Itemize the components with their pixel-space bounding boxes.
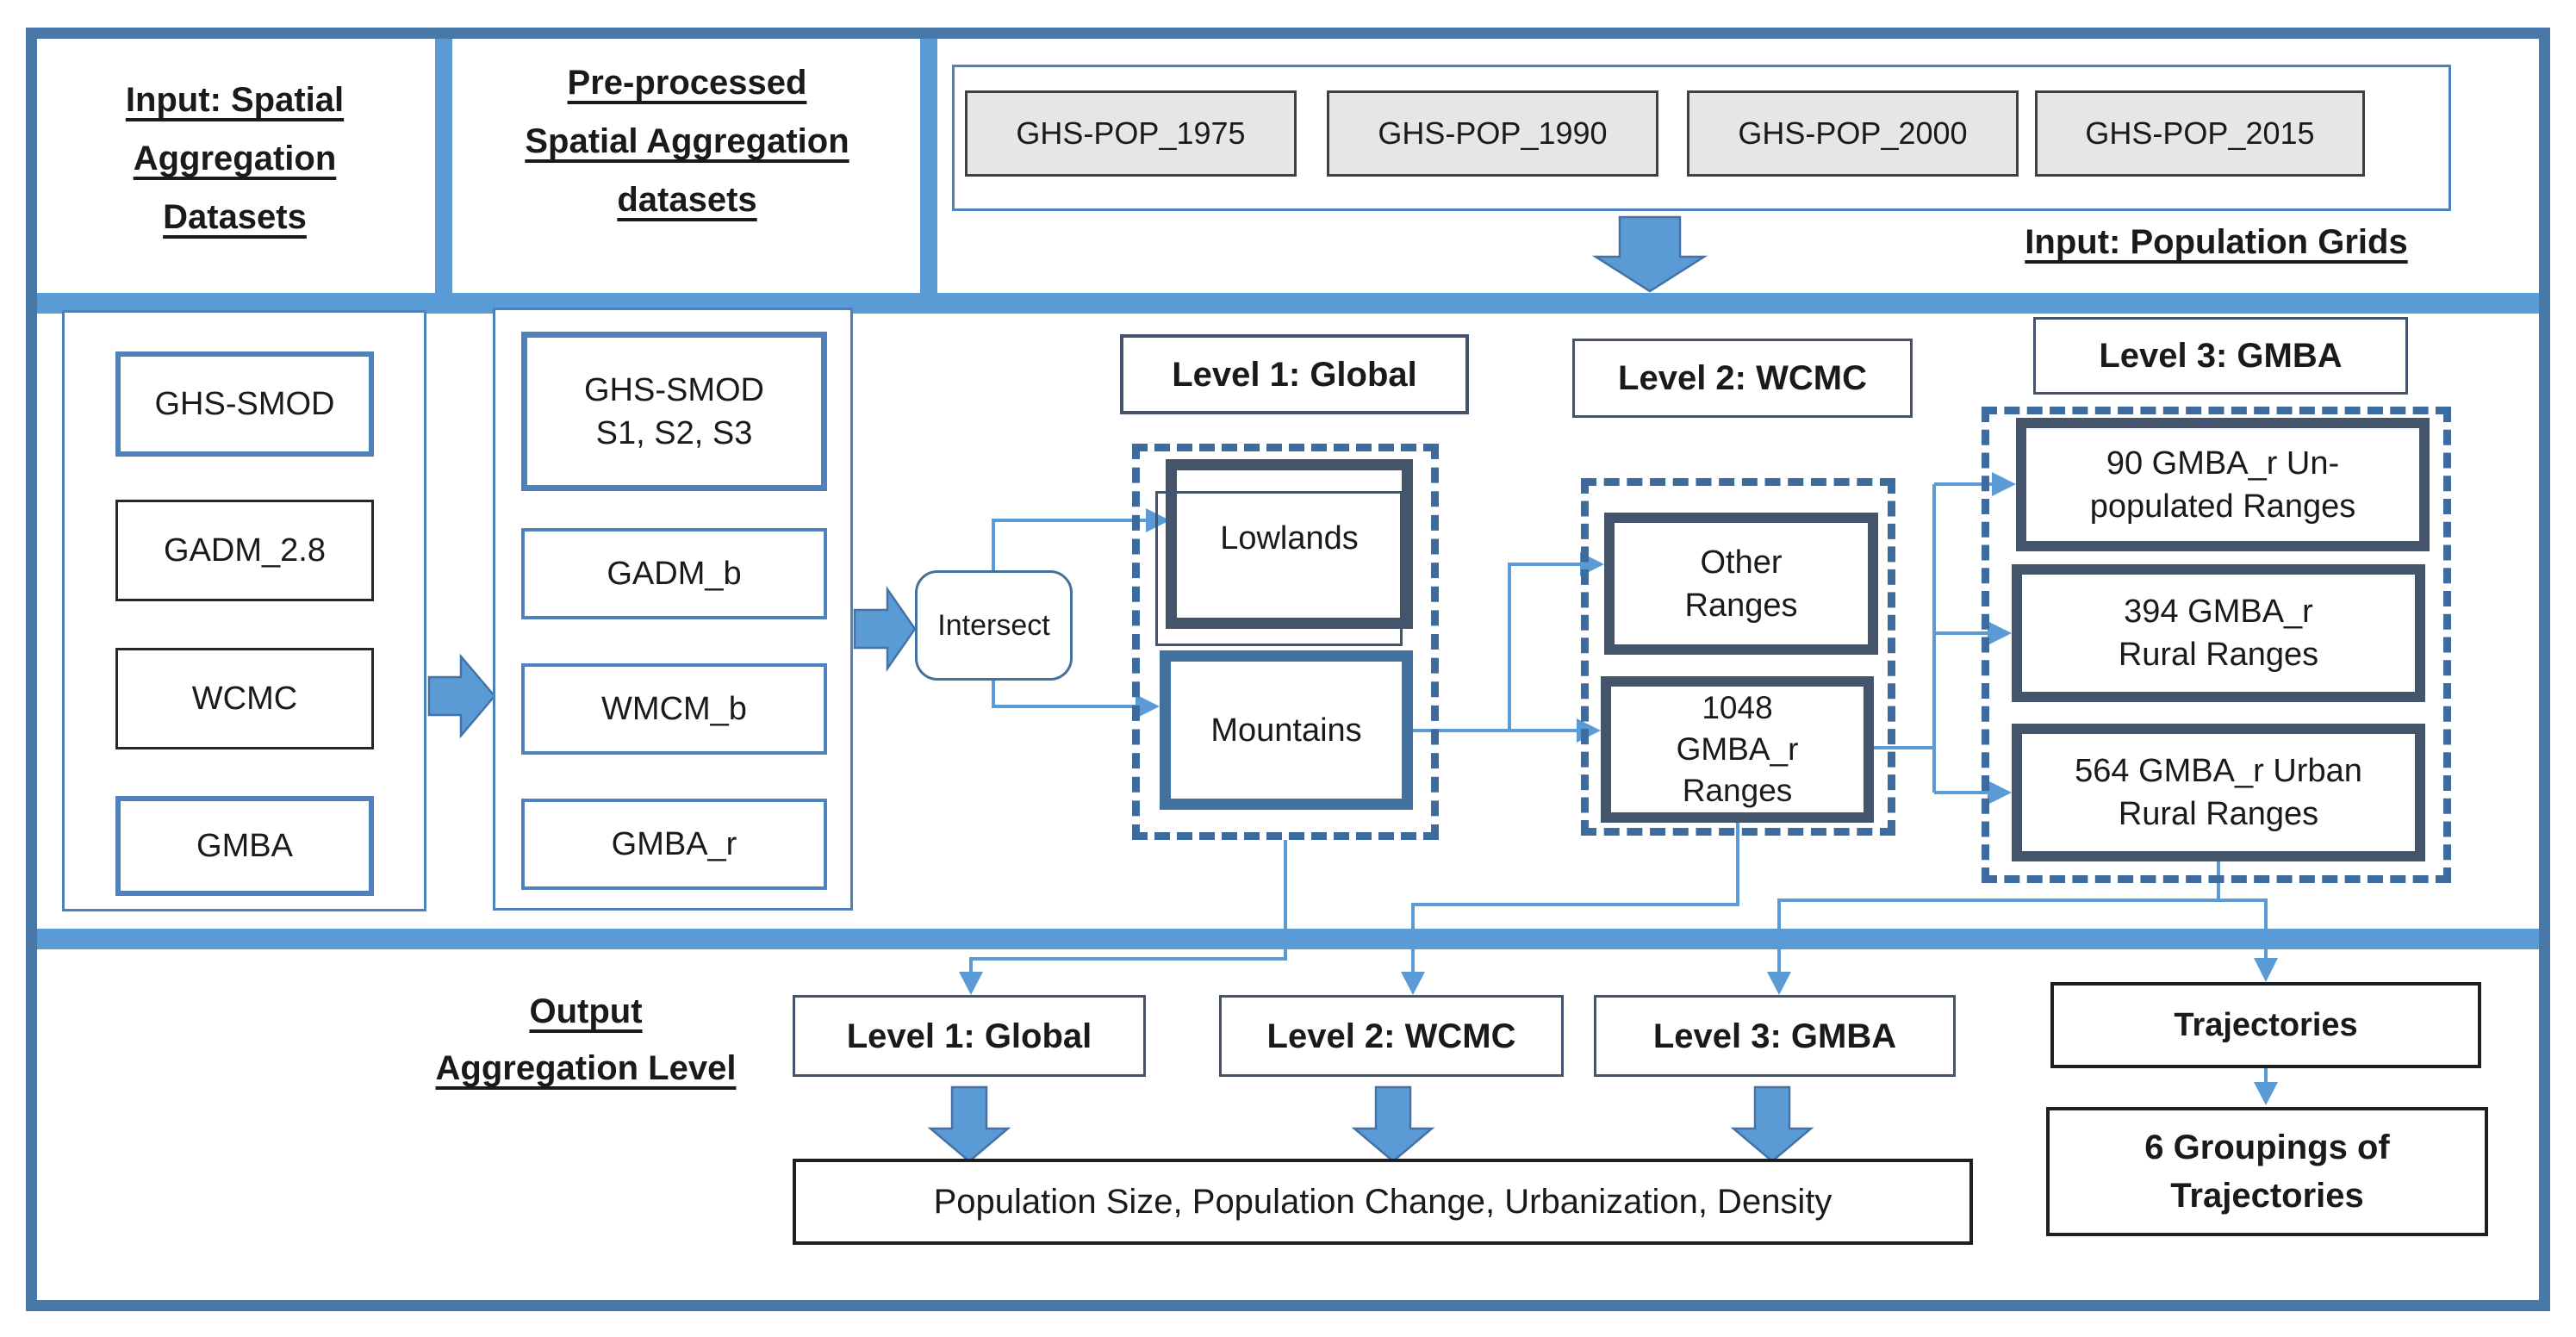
title-line: datasets	[617, 181, 757, 219]
divider-panelA-panelB	[435, 39, 452, 293]
population-grid-box: GHS-POP_2015	[2035, 90, 2365, 177]
lowlands-label-area: Lowlands	[1166, 470, 1413, 607]
rural-line: 394 GMBA_r	[2124, 594, 2313, 630]
lowlands-label: Lowlands	[1220, 520, 1359, 557]
output-level2-box: Level 2: WCMC	[1219, 995, 1564, 1077]
population-grid-label: GHS-POP_1975	[1016, 115, 1246, 151]
trajectories-box: Trajectories	[2050, 982, 2481, 1068]
dataset-label: GMBA	[196, 828, 293, 864]
dataset-label: GHS-SMOD	[154, 386, 335, 422]
other-ranges-line: Other	[1700, 544, 1783, 581]
dataset-box-ghs-smod-s123: GHS-SMOD S1, S2, S3	[521, 332, 827, 491]
intersect-label: Intersect	[937, 608, 1050, 642]
dataset-box-gmba: GMBA	[115, 796, 374, 896]
title-line: Aggregation	[133, 140, 337, 177]
urban-rural-ranges-box: 564 GMBA_r Urban Rural Ranges	[2012, 724, 2425, 861]
output-aggregation-title: Output Aggregation Level	[370, 991, 801, 1089]
population-grid-label: GHS-POP_1990	[1378, 115, 1608, 151]
urban-rural-line: Rural Ranges	[2118, 796, 2319, 832]
unpopulated-line: populated Ranges	[2089, 488, 2356, 525]
dataset-box-gadm: GADM_2.8	[115, 500, 374, 601]
groupings-line: 6 Groupings of	[2144, 1129, 2390, 1166]
divider-row1-row2	[37, 293, 2539, 314]
other-ranges-line: Ranges	[1684, 587, 1798, 624]
panel-title-preprocessed: Pre-processed Spatial Aggregation datase…	[461, 62, 913, 221]
unpopulated-ranges-box: 90 GMBA_r Un- populated Ranges	[2016, 418, 2430, 551]
gmba-ranges-box: 1048 GMBA_r Ranges	[1601, 676, 1874, 823]
other-ranges-box: Other Ranges	[1604, 513, 1878, 655]
title-line: Spatial Aggregation	[525, 122, 849, 160]
divider-row2-row3	[37, 929, 2539, 949]
level2-header-label: Level 2: WCMC	[1618, 359, 1867, 397]
level1-header-label: Level 1: Global	[1172, 355, 1417, 394]
unpopulated-line: 90 GMBA_r Un-	[2106, 445, 2340, 482]
title-line: Input: Spatial	[125, 81, 345, 119]
title-line: Datasets	[163, 198, 307, 236]
dataset-box-wcmc: WCMC	[115, 648, 374, 749]
dataset-label: GADM_2.8	[164, 532, 326, 569]
output-level1-box: Level 1: Global	[793, 995, 1146, 1077]
output-level1-label: Level 1: Global	[846, 1017, 1092, 1055]
dataset-box-gmba-r: GMBA_r	[521, 799, 827, 890]
output-title-line: Output	[529, 992, 643, 1030]
dataset-label: GADM_b	[607, 556, 742, 592]
output-level2-label: Level 2: WCMC	[1266, 1017, 1516, 1055]
level3-header-label: Level 3: GMBA	[2099, 337, 2343, 375]
population-grid-box: GHS-POP_1990	[1327, 90, 1658, 177]
population-grid-box: GHS-POP_2000	[1687, 90, 2019, 177]
dataset-label: S1, S2, S3	[595, 414, 753, 451]
level1-header: Level 1: Global	[1120, 334, 1469, 414]
dataset-label: WMCM_b	[601, 691, 747, 727]
level2-dashed-group	[1581, 478, 1895, 836]
population-grid-label: GHS-POP_2000	[1738, 115, 1968, 151]
population-grid-label: GHS-POP_2015	[2085, 115, 2315, 151]
lowlands-offset-box	[1155, 491, 1403, 646]
population-grid-box: GHS-POP_1975	[965, 90, 1297, 177]
dataset-label: WCMC	[191, 681, 298, 717]
dataset-label: GHS-SMOD	[584, 371, 764, 408]
groupings-line: Trajectories	[2170, 1177, 2364, 1215]
level3-header: Level 3: GMBA	[2033, 317, 2408, 395]
mountains-box: Mountains	[1160, 650, 1413, 810]
divider-panelB-panelC	[920, 39, 937, 293]
groupings-box: 6 Groupings of Trajectories	[2046, 1107, 2488, 1236]
title-line: Pre-processed	[567, 64, 807, 102]
output-title-line: Aggregation Level	[435, 1049, 737, 1087]
level3-dashed-group	[1982, 407, 2451, 883]
rural-line: Rural Ranges	[2118, 637, 2319, 673]
dataset-box-ghs-smod: GHS-SMOD	[115, 351, 374, 457]
output-level3-box: Level 3: GMBA	[1594, 995, 1956, 1077]
gmba-ranges-line: Ranges	[1682, 773, 1793, 808]
caption-text: Input: Population Grids	[2025, 223, 2408, 261]
population-grids-caption: Input: Population Grids	[1982, 217, 2451, 267]
dataset-label: GMBA_r	[611, 826, 737, 862]
lowlands-box	[1166, 459, 1413, 629]
trajectories-label: Trajectories	[2174, 1007, 2358, 1043]
metrics-box: Population Size, Population Change, Urba…	[793, 1159, 1973, 1245]
level2-header: Level 2: WCMC	[1572, 339, 1913, 418]
level1-dashed-group	[1132, 444, 1439, 840]
dataset-box-gadm-b: GADM_b	[521, 528, 827, 619]
outer-frame	[26, 28, 2550, 1311]
gmba-ranges-line: GMBA_r	[1676, 731, 1799, 767]
metrics-label: Population Size, Population Change, Urba…	[933, 1183, 1832, 1221]
rural-ranges-box: 394 GMBA_r Rural Ranges	[2012, 564, 2425, 702]
urban-rural-line: 564 GMBA_r Urban	[2075, 753, 2362, 789]
mountains-label: Mountains	[1210, 712, 1362, 749]
intersect-node: Intersect	[915, 570, 1073, 681]
gmba-ranges-line: 1048	[1702, 690, 1773, 725]
dataset-box-wmcm-b: WMCM_b	[521, 663, 827, 755]
output-level3-label: Level 3: GMBA	[1652, 1017, 1897, 1055]
panel-title-input-spatial: Input: Spatial Aggregation Datasets	[43, 79, 426, 238]
